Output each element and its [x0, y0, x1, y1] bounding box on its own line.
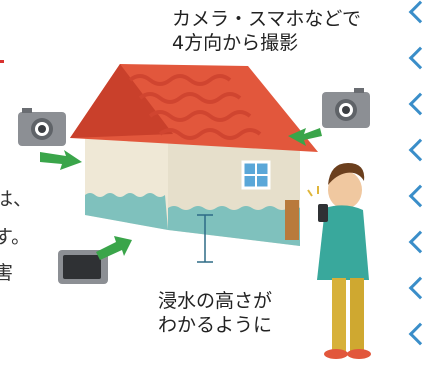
accent-dash [0, 60, 4, 63]
person-with-phone-icon [307, 163, 371, 359]
arrow-icon [288, 128, 322, 146]
caption-water-level-line-1: 浸水の高さが [158, 290, 273, 312]
left-text-fragment: は、 [0, 188, 33, 210]
left-text-fragment: 害 [0, 262, 14, 284]
arrow-icon [96, 236, 132, 260]
caption-photograph-line-2: 4方向から撮影 [172, 31, 299, 54]
camera-icon [18, 108, 66, 146]
left-text-fragment: す。 [0, 226, 31, 248]
caption-photograph-line-1: カメラ・スマホなどで [172, 8, 362, 30]
caption-photograph: カメラ・スマホなどで 4方向から撮影 [172, 8, 361, 56]
camera-icon [322, 88, 370, 128]
camera-icon [58, 250, 108, 284]
caption-water-level-line-2: わかるように [158, 313, 273, 336]
arrow-icon [40, 150, 82, 170]
house-illustration [70, 64, 318, 263]
caption-water-level: 浸水の高さが わかるように [158, 290, 272, 338]
